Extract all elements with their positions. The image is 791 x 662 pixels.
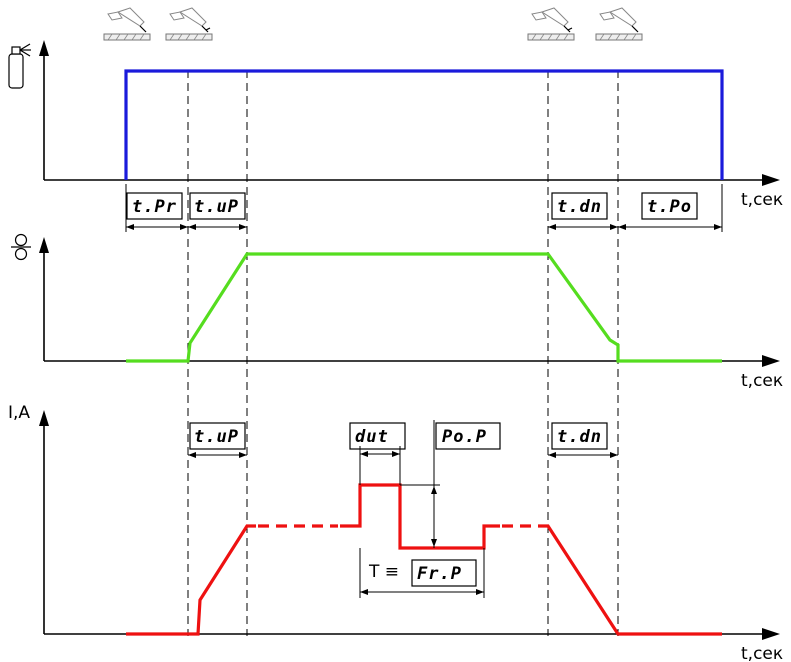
- welding-torch-icon-3: [527, 7, 575, 41]
- period-symbol: T ≡: [368, 562, 399, 582]
- duty-label: dut: [355, 427, 389, 447]
- frequency-label: Fr.P: [417, 564, 462, 584]
- current-panel: I,A t,сек: [8, 403, 783, 662]
- welding-torch-icon-1: [103, 7, 151, 41]
- current-time-label: t,сек: [741, 644, 783, 662]
- wire-feed-rollers-icon: [11, 233, 31, 261]
- gas-time-label: t,сек: [741, 190, 783, 210]
- preflow-label: t.Pr: [132, 197, 177, 217]
- gas-cylinder-icon: [8, 43, 31, 89]
- phase-guides: [187, 70, 619, 636]
- wire-feed-line: [126, 252, 722, 363]
- welding-torch-icon-4: [595, 7, 643, 41]
- gas-flow-line: [124, 69, 724, 180]
- postflow-label: t.Po: [647, 197, 692, 217]
- wire-panel: t,сек: [11, 233, 783, 391]
- current-time-arrow: [762, 628, 780, 640]
- upslope-indicator-bottom: t.uP: [188, 422, 247, 458]
- current-axis-label: I,A: [8, 403, 30, 423]
- amplitude-label: Po.P: [442, 427, 487, 447]
- gas-time-arrow: [762, 174, 780, 186]
- preflow-indicator: t.Pr: [126, 192, 183, 220]
- downslope-label-bottom: t.dn: [557, 427, 602, 447]
- frequency-indicator: T ≡ Fr.P: [359, 548, 485, 598]
- downslope-indicator-bottom: t.dn: [548, 422, 618, 458]
- downslope-label-top: t.dn: [557, 197, 602, 217]
- welding-torch-icon-2: [165, 7, 213, 41]
- gas-panel: t,сек: [8, 40, 783, 210]
- upslope-label-top: t.uP: [194, 197, 239, 217]
- current-downslope-line: [540, 524, 722, 636]
- upslope-label-bottom: t.uP: [194, 427, 239, 447]
- wire-time-arrow: [762, 355, 780, 367]
- downslope-indicator-top: t.dn: [551, 192, 608, 220]
- gas-dimension-arrows: [125, 184, 723, 232]
- current-y-arrow: [39, 410, 49, 426]
- gas-y-arrow: [39, 40, 49, 56]
- current-pulse-line: [340, 483, 500, 550]
- postflow-indicator: t.Po: [641, 192, 698, 220]
- amplitude-indicator: Po.P: [400, 420, 501, 548]
- current-upslope-line: [126, 524, 256, 636]
- duty-indicator: dut: [349, 422, 406, 485]
- wire-y-arrow: [39, 237, 49, 253]
- upslope-indicator-top: t.uP: [189, 192, 246, 220]
- wire-time-label: t,сек: [741, 371, 783, 391]
